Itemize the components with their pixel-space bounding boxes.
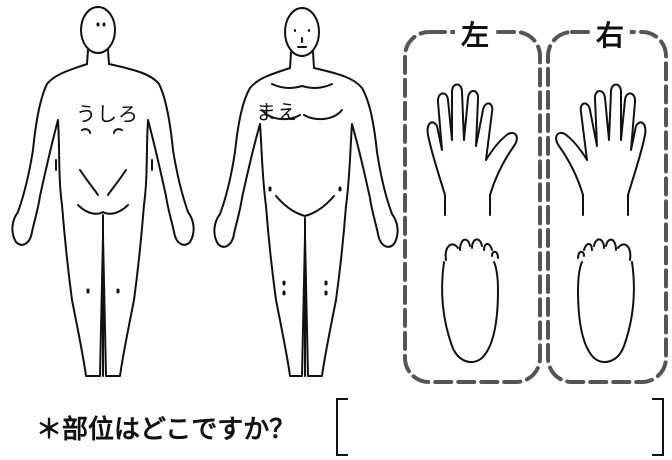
back-shoulderblades: [82, 129, 122, 133]
right-foot[interactable]: [578, 239, 634, 362]
left-panel-border: [405, 32, 540, 382]
label-back: うしろ: [76, 98, 139, 127]
question-row: ＊部位はどこですか？: [36, 402, 295, 452]
label-front: まえ: [256, 96, 298, 125]
front-neck: [290, 52, 314, 68]
front-face: [295, 30, 309, 47]
back-hip-line: [78, 205, 128, 214]
front-head: [285, 8, 319, 56]
back-head: [81, 7, 115, 53]
front-body-figure[interactable]: [214, 8, 397, 376]
front-groin: [276, 196, 334, 216]
label-left: 左: [455, 14, 495, 54]
front-hip-marks: [270, 188, 340, 190]
bracket-open: [336, 398, 348, 456]
question-text: ＊部位はどこですか？: [36, 409, 295, 446]
bracket-close: [652, 398, 664, 456]
location-answer-field[interactable]: [352, 404, 650, 452]
front-collarbone: [272, 84, 332, 88]
left-hand[interactable]: [428, 85, 517, 216]
right-panel-border: [548, 32, 666, 382]
left-foot[interactable]: [442, 239, 498, 362]
right-hand[interactable]: [556, 85, 645, 216]
back-waist: [80, 170, 126, 195]
body-diagram: [0, 0, 672, 400]
back-spine-dots: [98, 24, 104, 25]
back-body-figure[interactable]: [12, 7, 193, 376]
back-elbow-marks: [56, 160, 152, 170]
label-right: 右: [590, 14, 630, 54]
